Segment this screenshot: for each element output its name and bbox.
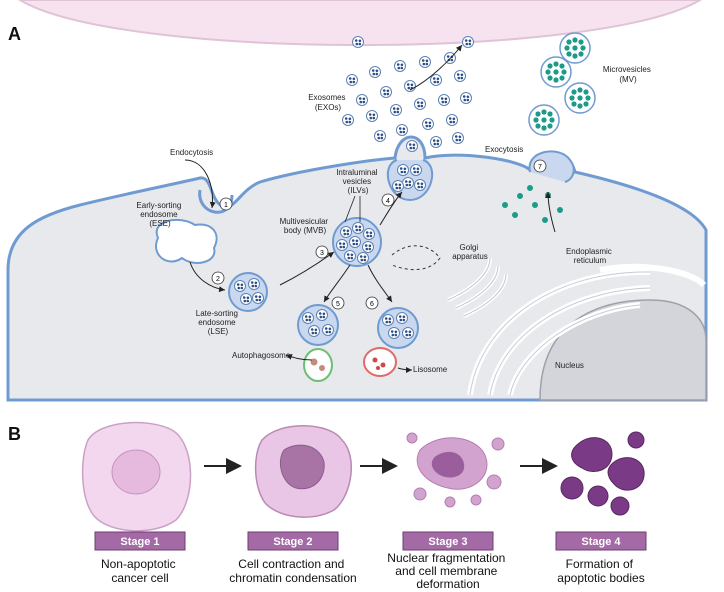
stage-1-caption: Non-apoptotic cancer cell — [101, 557, 179, 585]
stage-4-caption: Formation of apoptotic bodies — [557, 557, 644, 585]
pathway-arrows — [184, 44, 556, 373]
step-7-badge — [533, 159, 547, 173]
exosome-cloud — [342, 36, 474, 152]
endocytosis-label: Endocytosis — [170, 148, 213, 157]
step-4-label: 4 — [386, 198, 390, 205]
ilvs-label: Intraluminal vesicles (ILVs) — [336, 168, 380, 195]
stage-3-label: Stage 3 — [428, 536, 467, 548]
nucleus — [539, 299, 707, 401]
step-4-badge — [381, 193, 395, 207]
step-1-label: 1 — [224, 202, 228, 209]
step-5-label: 5 — [336, 301, 340, 308]
stage-1-label: Stage 1 — [120, 536, 159, 548]
step-2-badge — [211, 271, 225, 285]
nucleus-label: Nucleus — [555, 361, 584, 370]
microvesicles-label: Microvesicles (MV) — [603, 65, 653, 84]
microvesicle-bud — [528, 150, 575, 183]
autophagosome — [303, 348, 333, 382]
stage-4-label: Stage 4 — [581, 536, 621, 548]
stage-4-apoptotic-bodies — [560, 431, 645, 516]
er-label: Endoplasmic reticulum — [566, 247, 614, 265]
exocytosis-label: Exocytosis — [485, 145, 523, 154]
golgi-exchange-arrow — [391, 245, 441, 271]
lysosome — [363, 347, 397, 377]
step-1-badge — [219, 197, 233, 211]
step-3-label: 3 — [320, 250, 324, 257]
step-6-label: 6 — [370, 301, 374, 308]
step-6-badge — [365, 296, 379, 310]
stage-labels: Stage 1 Stage 2 Stage 3 Stage 4 — [94, 531, 647, 551]
ese-label: Early-sorting endosome (ESE) — [136, 201, 183, 228]
stage-3-caption: Nuclear fragmentation and cell membrane … — [387, 551, 508, 591]
late-sorting-endosome — [228, 272, 268, 312]
lisosome-label: Lisosome — [413, 365, 448, 374]
stage-2-label: Stage 2 — [273, 536, 312, 548]
stage-2-caption: Cell contraction and chromatin condensat… — [229, 557, 356, 585]
early-sorting-endosome — [155, 218, 218, 264]
step-2-label: 2 — [216, 276, 220, 283]
recipient-cell — [18, 0, 702, 46]
mvb-label: Multivesicular body (MVB) — [280, 217, 331, 235]
microvesicles — [528, 32, 596, 136]
golgi-label: Golgi apparatus — [452, 243, 488, 261]
exosomes-label: Exosomes (EXOs) — [308, 93, 348, 112]
lse-label: Late-sorting endosome (LSE) — [196, 309, 240, 336]
step-5-badge — [331, 296, 345, 310]
panel-a-letter: A — [8, 24, 21, 44]
step-7-label: 7 — [538, 164, 542, 171]
autophagosome-label: Autophagosome — [232, 351, 291, 360]
panel-b-letter: B — [8, 424, 21, 444]
